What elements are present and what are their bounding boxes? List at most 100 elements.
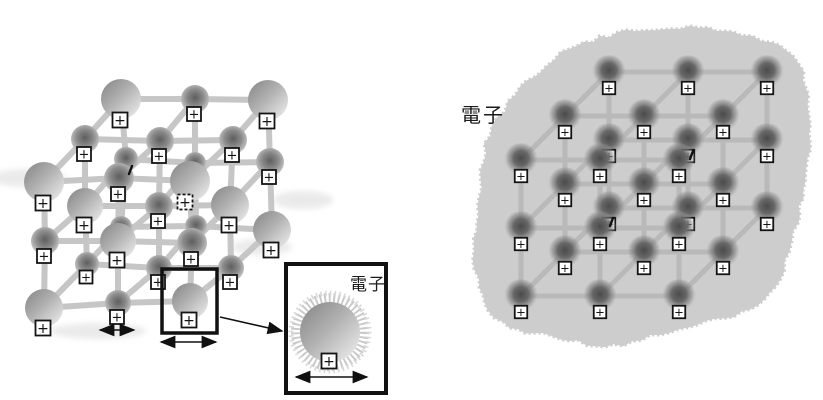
positive-ion-badge: + xyxy=(513,236,529,252)
metal-ion: + xyxy=(662,279,696,320)
plus-symbol: + xyxy=(674,305,684,319)
plus-symbol: + xyxy=(37,196,49,212)
positive-ion-badge: + xyxy=(151,148,167,165)
plus-symbol: + xyxy=(762,149,772,163)
positive-ion-badge: + xyxy=(108,251,126,269)
positive-ion-badge: + xyxy=(224,147,240,164)
plus-symbol: + xyxy=(153,276,164,291)
plus-symbol: + xyxy=(674,237,684,251)
plus-symbol: + xyxy=(81,270,91,284)
metal-ion: + xyxy=(583,211,617,252)
right-lattice-ions: +++++++++++++++++++++++++++ xyxy=(504,55,784,320)
plus-symbol: + xyxy=(516,237,526,251)
metal-ion: + xyxy=(146,127,174,165)
positive-ion-badge: + xyxy=(109,309,125,326)
vibration-tick xyxy=(127,164,134,176)
plus-symbol: + xyxy=(762,217,772,231)
metal-ion: + xyxy=(627,99,661,140)
plus-symbol: + xyxy=(37,321,49,337)
positive-ion-badge: + xyxy=(592,168,608,184)
electron-sea-label: 電子 xyxy=(461,105,505,127)
metal-ion: + xyxy=(170,161,210,211)
metal-ion: + xyxy=(256,148,284,186)
metal-ion: + xyxy=(248,80,288,130)
metal-ion: + xyxy=(31,227,59,265)
positive-ion-badge: + xyxy=(636,260,652,276)
metal-ion: + xyxy=(706,235,740,276)
positive-ion-badge: + xyxy=(222,274,238,291)
plus-symbol: + xyxy=(186,253,197,268)
positive-ion-badge: + xyxy=(601,80,617,96)
plus-symbol: + xyxy=(762,81,772,95)
plus-symbol: + xyxy=(560,193,570,207)
plus-symbol: + xyxy=(183,313,195,329)
positive-ion-badge: + xyxy=(34,194,52,212)
plus-symbol: + xyxy=(79,148,90,163)
metal-ion: + xyxy=(662,143,696,184)
positive-ion-badge: + xyxy=(110,186,126,203)
metal-ion: + xyxy=(504,279,538,320)
metal-ion: + xyxy=(101,79,141,129)
plus-symbol: + xyxy=(683,81,693,95)
positive-ion-badge: + xyxy=(671,236,687,252)
metal-ion: + xyxy=(253,211,291,259)
metal-ion: + xyxy=(627,167,661,208)
positive-ion-badge: + xyxy=(636,192,652,208)
plus-symbol: + xyxy=(189,108,200,123)
metal-ion: + xyxy=(146,255,172,291)
plus-symbol: + xyxy=(604,81,614,95)
positive-ion-badge: + xyxy=(261,169,277,186)
metal-ion: + xyxy=(504,143,538,184)
positive-ion-badge: + xyxy=(680,80,696,96)
positive-ion-badge: + xyxy=(557,260,573,276)
positive-ion-badge: + xyxy=(186,106,202,123)
plus-symbol: + xyxy=(718,261,728,275)
plus-symbol: + xyxy=(674,169,684,183)
positive-ion-badge: + xyxy=(592,236,608,252)
plus-symbol: + xyxy=(595,237,605,251)
metal-ion: + xyxy=(100,223,136,269)
plus-symbol: + xyxy=(560,125,570,139)
metal-ion: + xyxy=(104,163,134,203)
metal-ion: + xyxy=(706,99,740,140)
metal-ion: + xyxy=(172,283,208,329)
plus-symbol: + xyxy=(560,261,570,275)
positive-ion-badge: + xyxy=(111,111,129,129)
positive-ion-badge: + xyxy=(715,124,731,140)
positive-ion-badge: + xyxy=(715,192,731,208)
metal-ion: + xyxy=(71,125,99,163)
plus-symbol: + xyxy=(223,218,235,234)
plus-symbol: + xyxy=(111,253,123,269)
positive-ion-badge: + xyxy=(636,124,652,140)
plus-symbol: + xyxy=(78,218,90,234)
plus-symbol: + xyxy=(516,305,526,319)
metal-ion: + xyxy=(662,211,696,252)
metal-ion: + xyxy=(25,289,63,337)
metal-ion: + xyxy=(181,85,209,123)
positive-ion-badge: + xyxy=(262,241,280,259)
positive-ion-badge: + xyxy=(715,260,731,276)
plus-symbol: + xyxy=(154,150,165,165)
metal-ion: + xyxy=(218,255,244,291)
positive-ion-badge: + xyxy=(180,311,198,329)
plus-symbol: + xyxy=(639,125,649,139)
metal-ion: + xyxy=(75,252,99,285)
positive-ion-badge: + xyxy=(759,216,775,232)
left-lattice-ions: ++++++++++++++++++++++++ xyxy=(24,79,291,337)
positive-ion-badge: + xyxy=(557,124,573,140)
positive-ion-badge: + xyxy=(557,192,573,208)
metal-ion: + xyxy=(211,186,249,234)
plus-symbol: + xyxy=(639,261,649,275)
metal-ion: + xyxy=(627,235,661,276)
positive-ion-badge: + xyxy=(759,80,775,96)
positive-ion-badge: + xyxy=(75,216,93,234)
metal-ion: + xyxy=(750,191,784,232)
positive-ion-badge: + xyxy=(671,168,687,184)
metal-ion: + xyxy=(145,192,173,230)
plus-symbol: + xyxy=(225,276,236,291)
positive-ion-badge: + xyxy=(78,269,94,285)
positive-ion-badge: + xyxy=(176,193,194,211)
positive-ion-badge: + xyxy=(592,304,608,320)
plus-symbol: + xyxy=(227,149,238,164)
